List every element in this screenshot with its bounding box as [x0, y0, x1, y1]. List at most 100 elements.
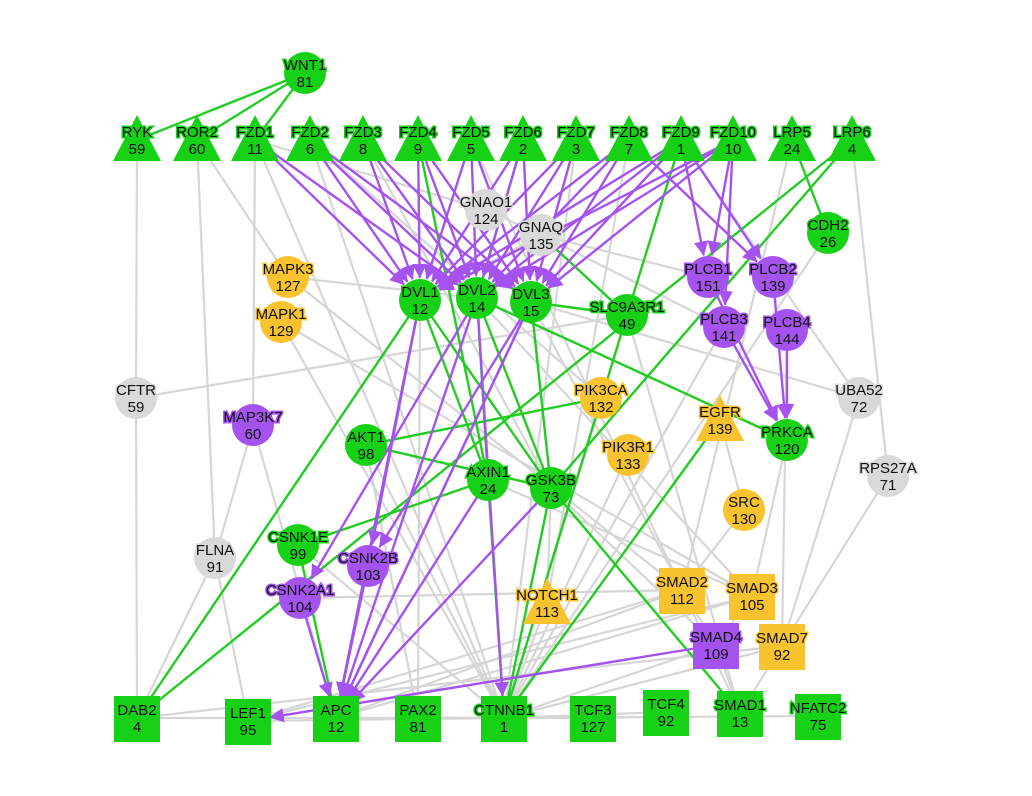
node-dvl2-name: DVL2 [458, 282, 496, 299]
node-csnk2a1-name: CSNK2A1 [266, 582, 334, 599]
edge-fzd5-dvl1 [424, 138, 473, 280]
edge-dvl1-gsk3b [418, 298, 553, 490]
node-ryk-shape [113, 115, 161, 161]
edge-dvl1-dab2 [135, 298, 422, 720]
node-smad7-shape [759, 624, 805, 670]
edge-csnk2b-apc [336, 564, 370, 697]
node-ctnnb1-shape [481, 696, 527, 742]
node-gsk3b-value: 73 [543, 489, 560, 506]
node-fzd8-value: 7 [625, 141, 633, 158]
node-smad2-shape [659, 568, 705, 614]
node-plcb4-name: PLCB4 [763, 314, 811, 331]
edge-pik3ca-akt1 [364, 396, 603, 447]
node-csnk2b-value: 103 [355, 567, 380, 584]
node-fzd1-value: 11 [247, 141, 263, 158]
node-smad7-name: SMAD7 [756, 630, 808, 647]
edge-dvl2-gsk3b [475, 296, 553, 490]
edge-plcb3-ctnnb1 [502, 325, 726, 720]
edge-fzd10-dvl2 [495, 138, 735, 288]
node-ctnnb1-value: 1 [500, 719, 508, 736]
edge-fzd7-ctnnb1 [502, 138, 578, 720]
node-fzd2-value: 6 [306, 141, 314, 158]
edge-csnk1e-axin1 [296, 478, 490, 547]
edge-egfr-ctnnb1 [502, 418, 722, 720]
node-csnk2a1-shape [279, 577, 321, 619]
edge-fzd9-dvl1 [438, 138, 683, 290]
node-flna-shape [194, 537, 236, 579]
node-plcb2-value: 139 [760, 278, 785, 295]
node-axin1-value: 24 [480, 481, 497, 498]
node-src-shape [723, 489, 765, 531]
edge-uba52-smad7 [780, 396, 861, 648]
edge-akt1-pax2 [364, 443, 420, 720]
node-layer: WNT181RYK59ROR260FZD111FZD26FZD38FZD49FZ… [113, 52, 918, 745]
node-apc-value: 12 [328, 719, 345, 736]
node-smad7-value: 92 [774, 647, 791, 664]
edge-flna-dab2 [135, 556, 217, 720]
node-pik3r1-name: PIK3R1 [602, 439, 654, 456]
edge-akt1-gsk3b [364, 443, 553, 490]
edge-gsk3b-smad1 [549, 486, 742, 715]
node-fzd2-shape [286, 115, 334, 161]
node-lrp6-value: 4 [848, 141, 856, 158]
